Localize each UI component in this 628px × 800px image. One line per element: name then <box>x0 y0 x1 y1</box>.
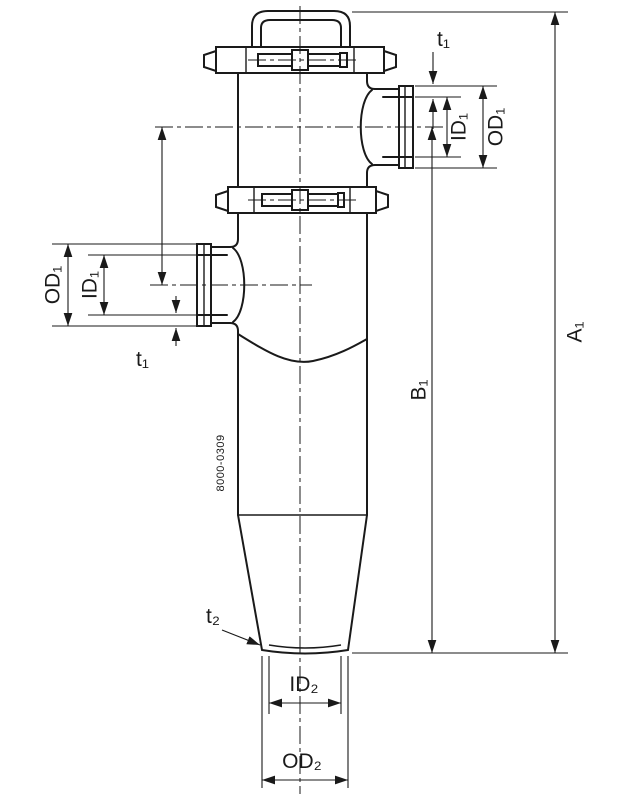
internal-sweep-line <box>237 333 368 363</box>
cone-inner-lip <box>268 644 342 649</box>
dim-od2: OD₂ <box>261 656 349 788</box>
dim-a1: A₁ <box>550 12 587 653</box>
clamp-top-left-lug <box>203 49 217 73</box>
dim-od1-right-label: OD₁ <box>485 108 508 147</box>
dim-id1-right-label: ID₁ <box>448 113 471 141</box>
vessel-outline <box>196 10 414 655</box>
dim-id2-label: ID₂ <box>289 673 318 696</box>
dim-t1-left: t₁ <box>136 296 181 371</box>
clamp-middle-left-lug <box>215 189 229 213</box>
dim-od1-left-label: OD₁ <box>42 266 65 305</box>
part-number: 8000-0309 <box>215 434 227 491</box>
dim-t1-top-label: t₁ <box>437 28 450 51</box>
clamp-middle-right-lug <box>375 189 389 213</box>
cone-bottom-edge <box>261 649 349 655</box>
dim-t1-left-label: t₁ <box>136 348 149 371</box>
lifting-handle <box>251 10 351 48</box>
dim-id1-right: ID₁ <box>415 96 471 158</box>
dimensions: A₁ B₁ OD₁ ID₁ t₁ <box>42 11 587 788</box>
centerlines <box>150 6 447 794</box>
dim-od2-label: OD₂ <box>282 750 322 773</box>
dim-od1-left: OD₁ <box>42 243 196 327</box>
dim-id1-left-label: ID₁ <box>79 271 102 299</box>
dim-t2-label: t₂ <box>206 605 220 628</box>
clamp-top-right-lug <box>383 49 397 73</box>
dim-id1-left: ID₁ <box>79 254 196 316</box>
dim-t1-top: t₁ <box>428 28 450 129</box>
body-shell <box>229 72 376 655</box>
dim-b1: B₁ <box>408 127 437 653</box>
dim-t2: t₂ <box>206 605 261 646</box>
dim-id2: ID₂ <box>268 656 342 714</box>
dim-od1-right: OD₁ <box>415 85 508 169</box>
dim-a1-label: A₁ <box>564 321 587 342</box>
dim-b1-label: B₁ <box>408 379 431 400</box>
